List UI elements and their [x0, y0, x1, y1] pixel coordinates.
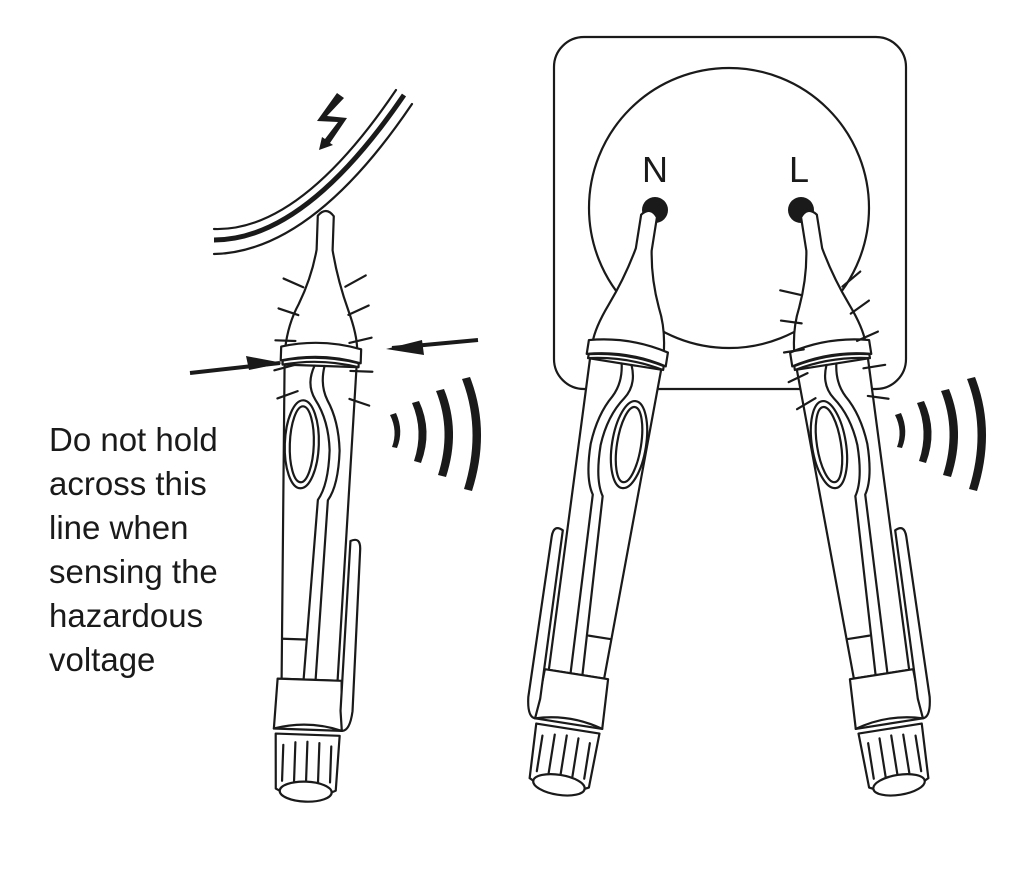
cable	[212, 88, 414, 256]
tester-on-cable	[264, 208, 377, 805]
neutral-label: N	[642, 149, 668, 190]
warning-caption: Do not hold across this line when sensin…	[49, 418, 269, 682]
caption-line: voltage	[49, 641, 156, 678]
caption-line: sensing the	[49, 553, 218, 590]
caption-line: line when	[49, 509, 189, 546]
lightning-bolt-icon	[317, 93, 347, 150]
caption-line: Do not hold	[49, 421, 218, 458]
caption-line: hazardous	[49, 597, 204, 634]
beep-waves-icon	[390, 377, 482, 491]
live-label: L	[789, 149, 810, 190]
hold-limit-arrow-left-icon	[189, 356, 283, 375]
caption-line: across this	[49, 465, 207, 502]
hold-limit-arrow-right-icon	[386, 338, 479, 355]
beep-waves-icon-right	[895, 377, 987, 491]
